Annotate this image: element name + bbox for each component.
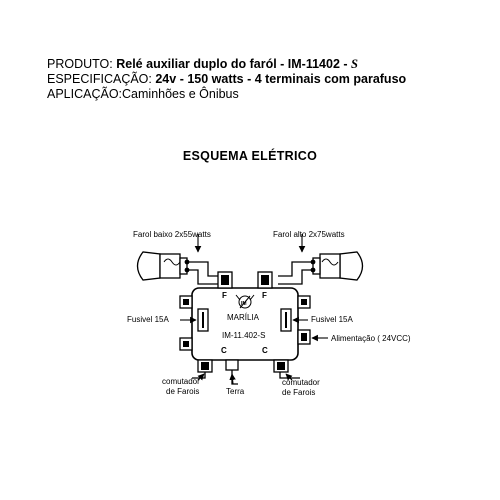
terra-label: Terra bbox=[226, 387, 245, 396]
brand-label: MARÍLIA bbox=[227, 313, 260, 322]
specification-line: ESPECIFICAÇÃO: 24v - 150 watts - 4 termi… bbox=[47, 72, 406, 87]
filament-icon bbox=[163, 258, 181, 266]
product-spec-block: PRODUTO: Relé auxiliar duplo do faról - … bbox=[47, 57, 406, 102]
section-title: ESQUEMA ELÉTRICO bbox=[182, 149, 318, 163]
comutador-right-label-2: de Farois bbox=[282, 388, 315, 397]
wire-farol-baixo-top bbox=[187, 261, 220, 277]
terminal-tab-terra bbox=[225, 359, 239, 371]
screw-icon bbox=[261, 275, 269, 285]
terminal-c-right-label: C bbox=[262, 346, 268, 355]
application-value: Caminhões e Ônibus bbox=[122, 87, 239, 101]
comutador-left-label-2: de Farois bbox=[166, 387, 199, 396]
farol-baixo-terminal-icon bbox=[184, 267, 190, 273]
alimentacao-label: Alimentação ( 24VCC) bbox=[331, 334, 411, 343]
marilia-logo-icon bbox=[235, 294, 255, 309]
wire-farol-alto-top bbox=[278, 261, 313, 277]
comutador-left-label-1: comutador bbox=[162, 377, 200, 386]
terminal-f-left-label: F bbox=[222, 291, 227, 300]
model-label: IM-11.402-S bbox=[222, 331, 265, 340]
screw-icon bbox=[221, 275, 229, 285]
terminal-c-left-label: C bbox=[221, 346, 227, 355]
wire-farol-alto-bottom bbox=[278, 269, 313, 285]
fusivel-right-label: Fusivel 15A bbox=[311, 315, 353, 324]
product-suffix: S bbox=[351, 57, 358, 71]
wires bbox=[187, 261, 313, 385]
farol-alto-label: Farol alto 2x75watts bbox=[273, 230, 345, 239]
farol-alto-lamp bbox=[310, 251, 364, 281]
product-line: PRODUTO: Relé auxiliar duplo do faról - … bbox=[47, 57, 406, 72]
specification-label: ESPECIFICAÇÃO: bbox=[47, 72, 156, 86]
product-value: Relé auxiliar duplo do faról - IM-11402 … bbox=[116, 57, 352, 71]
farol-baixo-terminal-icon bbox=[184, 259, 190, 265]
fusivel-left-label: Fusivel 15A bbox=[127, 315, 169, 324]
wire-comutador-left bbox=[192, 370, 206, 379]
filament-icon bbox=[321, 258, 339, 266]
product-label: PRODUTO: bbox=[47, 57, 117, 71]
screw-icon bbox=[183, 341, 189, 347]
screw-icon bbox=[277, 362, 285, 370]
farol-alto-terminal-icon bbox=[310, 267, 316, 273]
application-label: APLICAÇÃO: bbox=[47, 87, 123, 101]
farol-baixo-label: Farol baixo 2x55watts bbox=[133, 230, 211, 239]
screw-icon bbox=[201, 362, 209, 370]
screw-icon bbox=[301, 299, 307, 305]
relay-body bbox=[179, 271, 311, 373]
screw-icon bbox=[183, 299, 189, 305]
application-line: APLICAÇÃO:Caminhões e Ônibus bbox=[47, 87, 406, 102]
farol-alto-terminal-icon bbox=[310, 259, 316, 265]
screw-icon bbox=[301, 333, 307, 341]
farol-baixo-lamp bbox=[136, 251, 190, 281]
specification-value: 24v - 150 watts - 4 terminais com parafu… bbox=[155, 72, 407, 86]
comutador-right-label-1: comutador bbox=[282, 378, 320, 387]
wire-farol-baixo-bottom bbox=[187, 269, 220, 285]
terminal-f-right-label: F bbox=[262, 291, 267, 300]
arrows bbox=[180, 234, 328, 385]
wire-comutador-right bbox=[279, 370, 300, 379]
logo-text: IM bbox=[241, 301, 247, 307]
diagram-labels: Farol baixo 2x55watts Farol alto 2x75wat… bbox=[127, 230, 411, 397]
